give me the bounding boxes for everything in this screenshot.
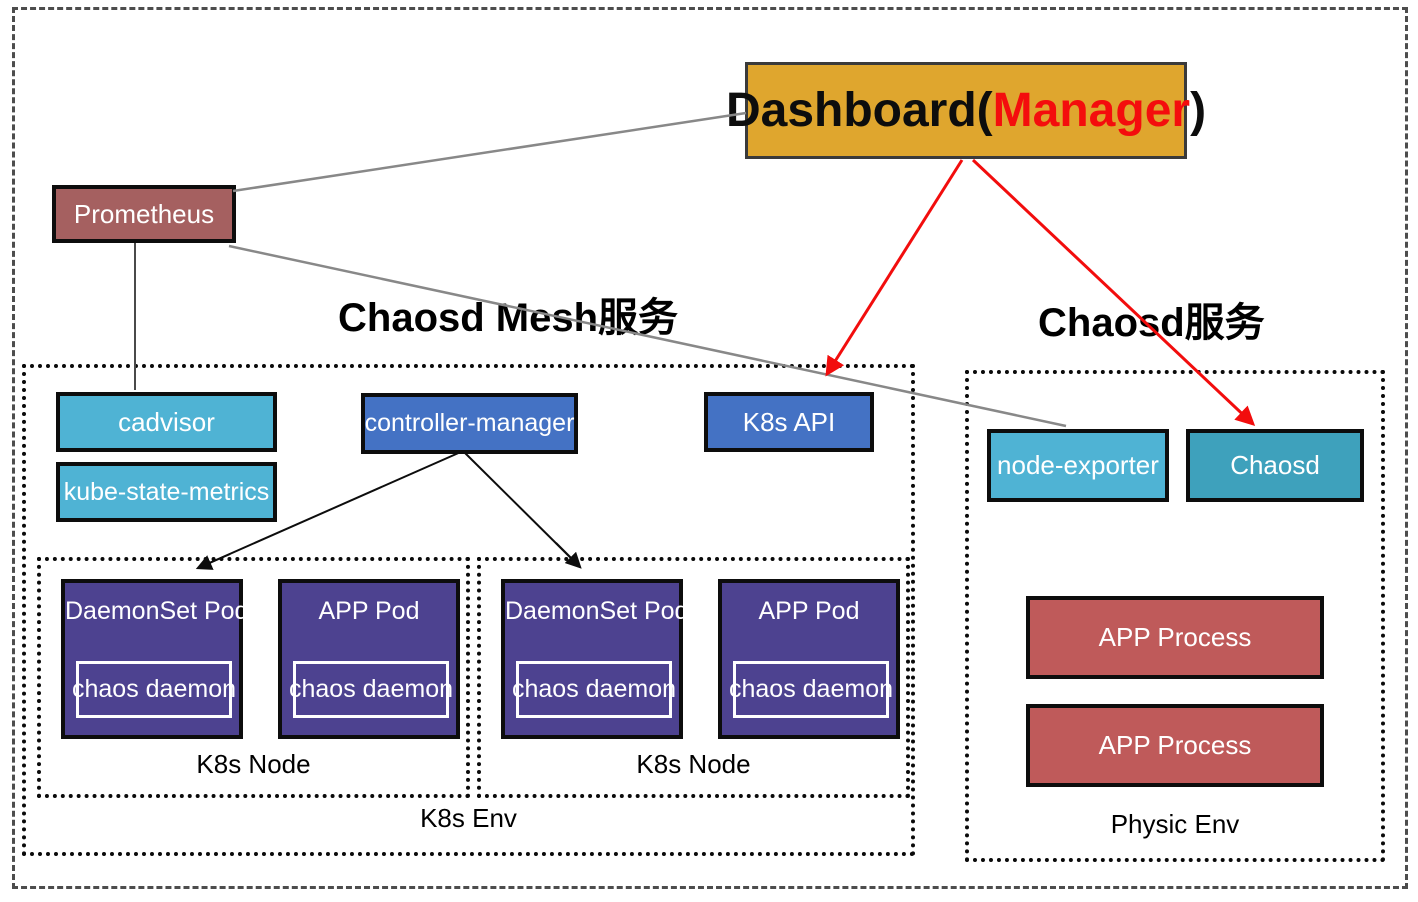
chaos-daemon-box-4: chaos daemon — [729, 661, 893, 718]
app-process-2-label: APP Process — [1098, 730, 1252, 760]
chaosd-label: Chaosd — [1230, 450, 1320, 480]
k8s-node-box-2: DaemonSet Pod chaos daemon APP Pod chaos… — [477, 557, 910, 798]
physic-env-label: Physic Env — [1110, 809, 1240, 839]
controller-manager-node: controller-manager — [361, 393, 578, 454]
k8s-api-label: K8s API — [742, 406, 836, 437]
chaos-daemon-box-1: chaos daemon — [72, 661, 236, 718]
k8s-env-container: cadvisor kube-state-metrics controller-m… — [22, 364, 915, 856]
daemonset-pod-1-title: DaemonSet Pod — [65, 597, 249, 625]
dashboard-node: Dashboard(Manager) — [726, 62, 1206, 159]
k8s-node-label-1: K8s Node — [196, 749, 311, 779]
app-process-2: APP Process — [1026, 704, 1324, 787]
prometheus-node: Prometheus — [52, 185, 236, 243]
daemonset-pod-2-title: DaemonSet Pod — [505, 597, 689, 625]
app-process-1-label: APP Process — [1098, 622, 1252, 652]
physic-env-container: node-exporter Chaosd APP Process APP Pro… — [965, 370, 1385, 862]
cadvisor-node: cadvisor — [56, 392, 277, 452]
dashboard-label-suffix: ) — [1190, 84, 1207, 137]
app-process-1: APP Process — [1026, 596, 1324, 679]
chaosd-section-title: Chaosd服务 — [1038, 301, 1265, 345]
outer-dashed-frame — [12, 7, 1408, 889]
chaos-daemon-box-2: chaos daemon — [289, 661, 453, 718]
app-pod-1-title: APP Pod — [318, 597, 420, 625]
dashboard-label-highlight: Manager — [992, 84, 1191, 137]
daemonset-pod-1: DaemonSet Pod chaos daemon — [61, 579, 249, 739]
kube-state-metrics-label: kube-state-metrics — [63, 477, 270, 506]
k8s-node-box-1: DaemonSet Pod chaos daemon APP Pod chaos… — [37, 557, 470, 798]
app-pod-2-title: APP Pod — [758, 597, 860, 625]
kube-state-metrics-node: kube-state-metrics — [56, 462, 277, 522]
k8s-api-node: K8s API — [704, 392, 874, 452]
app-pod-1: APP Pod chaos daemon — [278, 579, 460, 739]
dashboard-label-prefix: Dashboard( — [725, 84, 993, 137]
mesh-section-title: Chaosd Mesh服务 — [338, 296, 679, 340]
k8s-node-label-2: K8s Node — [636, 749, 751, 779]
chaosd-node: Chaosd — [1186, 429, 1364, 502]
cadvisor-label: cadvisor — [118, 406, 215, 437]
node-exporter-node: node-exporter — [987, 429, 1169, 502]
k8s-env-label: K8s Env — [420, 803, 517, 833]
daemonset-pod-2: DaemonSet Pod chaos daemon — [501, 579, 689, 739]
controller-manager-label: controller-manager — [364, 409, 575, 437]
chaos-daemon-box-3: chaos daemon — [512, 661, 676, 718]
app-pod-2: APP Pod chaos daemon — [718, 579, 900, 739]
prometheus-label: Prometheus — [73, 198, 215, 229]
node-exporter-label: node-exporter — [997, 450, 1159, 480]
